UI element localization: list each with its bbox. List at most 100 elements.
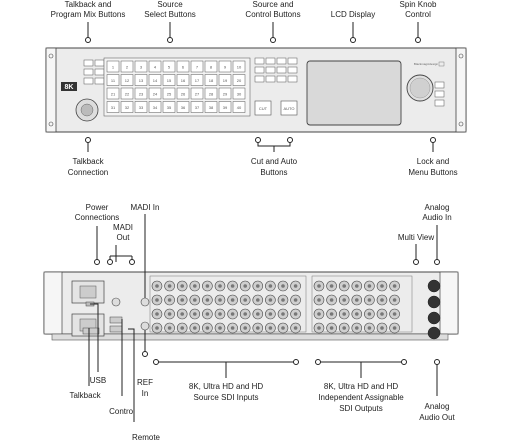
- label-source-sdi-1: 8K, Ultra HD and HD: [189, 382, 263, 391]
- label-spin-knob-2: Control: [405, 10, 431, 19]
- source-key-28[interactable]: 28: [204, 87, 218, 100]
- output-bnc-pin: [355, 312, 359, 316]
- output-bnc-pin: [380, 326, 384, 330]
- cut-button[interactable]: CUT: [254, 100, 272, 116]
- source-key-37[interactable]: 37: [190, 101, 204, 113]
- source-key-19[interactable]: 19: [218, 74, 232, 86]
- source-key-5[interactable]: 5: [162, 60, 176, 73]
- source-key-4[interactable]: 4: [148, 60, 162, 73]
- madi-in-connector[interactable]: [140, 297, 150, 307]
- source-key-3[interactable]: 3: [134, 60, 148, 73]
- source-key-label: 40: [237, 105, 242, 110]
- source-key-21[interactable]: 21: [106, 87, 120, 100]
- lock-menu-buttons[interactable]: [434, 81, 445, 107]
- source-key-14[interactable]: 14: [148, 74, 162, 86]
- source-key-10[interactable]: 10: [232, 60, 246, 73]
- source-key-label: 35: [167, 105, 172, 110]
- label-talkback-program-mix-2: Program Mix Buttons: [51, 10, 126, 19]
- label-ref-in-2: In: [142, 389, 149, 398]
- source-control-buttons[interactable]: [254, 57, 298, 83]
- source-key-40[interactable]: 40: [232, 101, 246, 113]
- source-key-7[interactable]: 7: [190, 60, 204, 73]
- source-key-38[interactable]: 38: [204, 101, 218, 113]
- source-key-label: 38: [209, 105, 214, 110]
- label-madi-in: MADI In: [131, 203, 160, 212]
- source-key-22[interactable]: 22: [120, 87, 134, 100]
- source-key-31[interactable]: 31: [106, 101, 120, 113]
- source-key-label: 5: [168, 64, 171, 69]
- source-key-label: 18: [209, 78, 214, 83]
- source-key-20[interactable]: 20: [232, 74, 246, 86]
- source-key-13[interactable]: 13: [134, 74, 148, 86]
- input-bnc-pin: [293, 298, 298, 302]
- output-bnc-pin: [342, 312, 347, 316]
- source-key-32[interactable]: 32: [120, 101, 134, 113]
- control-port[interactable]: [109, 316, 123, 324]
- source-key-30[interactable]: 30: [232, 87, 246, 100]
- source-key-label: 22: [125, 91, 130, 96]
- source-key-8[interactable]: 8: [204, 60, 218, 73]
- source-key-6[interactable]: 6: [176, 60, 190, 73]
- rear-callouts: [88, 214, 440, 422]
- source-key-25[interactable]: 25: [162, 87, 176, 100]
- sdi-output-connectors: [313, 280, 400, 334]
- source-key-label: 36: [181, 105, 186, 110]
- output-bnc-pin: [317, 312, 321, 316]
- source-key-label: 20: [237, 78, 242, 83]
- input-bnc-pin: [218, 298, 222, 302]
- source-key-36[interactable]: 36: [176, 101, 190, 113]
- source-key-26[interactable]: 26: [176, 87, 190, 100]
- source-key-label: 12: [125, 78, 130, 83]
- input-bnc-pin: [268, 298, 273, 302]
- source-key-11[interactable]: 11: [106, 74, 120, 86]
- input-bnc-pin: [255, 326, 260, 330]
- source-key-2[interactable]: 2: [120, 60, 134, 73]
- analog-audio-connectors[interactable]: [427, 279, 441, 340]
- ref-in-connector[interactable]: [140, 321, 150, 331]
- source-key-15[interactable]: 15: [162, 74, 176, 86]
- source-key-18[interactable]: 18: [204, 74, 218, 86]
- input-bnc-pin: [167, 284, 172, 288]
- source-key-label: 26: [181, 91, 186, 96]
- input-bnc-pin: [205, 284, 210, 288]
- source-key-label: 11: [111, 78, 116, 83]
- source-key-27[interactable]: 27: [190, 87, 204, 100]
- label-power-2: Connections: [75, 213, 119, 222]
- madi-out-connector[interactable]: [111, 297, 121, 307]
- input-bnc-pin: [218, 326, 222, 330]
- source-key-label: 16: [181, 78, 186, 83]
- source-key-9[interactable]: 9: [218, 60, 232, 73]
- label-source-sdi-2: Source SDI Inputs: [194, 393, 259, 402]
- source-key-33[interactable]: 33: [134, 101, 148, 113]
- input-bnc-pin: [193, 326, 197, 330]
- source-key-12[interactable]: 12: [120, 74, 134, 86]
- source-key-39[interactable]: 39: [218, 101, 232, 113]
- output-bnc-pin: [392, 326, 397, 330]
- source-key-label: 8: [210, 64, 213, 69]
- input-bnc-pin: [205, 298, 210, 302]
- source-key-label: 32: [125, 105, 130, 110]
- source-key-29[interactable]: 29: [218, 87, 232, 100]
- source-key-34[interactable]: 34: [148, 101, 162, 113]
- output-bnc-pin: [367, 312, 372, 316]
- input-bnc-pin: [230, 284, 235, 288]
- label-remote: Remote: [132, 433, 161, 442]
- source-key-23[interactable]: 23: [134, 87, 148, 100]
- source-key-35[interactable]: 35: [162, 101, 176, 113]
- label-madi-out-2: Out: [117, 233, 131, 242]
- source-key-16[interactable]: 16: [176, 74, 190, 86]
- source-key-label: 2: [126, 64, 129, 69]
- source-key-17[interactable]: 17: [190, 74, 204, 86]
- source-key-24[interactable]: 24: [148, 87, 162, 100]
- label-outputs-sdi-1: 8K, Ultra HD and HD: [324, 382, 398, 391]
- output-bnc-pin: [367, 298, 372, 302]
- remote-port[interactable]: [109, 325, 123, 333]
- label-madi-out-1: MADI: [113, 223, 133, 232]
- source-key-label: 33: [139, 105, 144, 110]
- label-outputs-sdi-2: Independent Assignable: [318, 393, 404, 402]
- auto-button[interactable]: AUTO: [280, 100, 298, 116]
- source-key-1[interactable]: 1: [106, 60, 120, 73]
- talkback-port[interactable]: [82, 327, 100, 335]
- source-key-label: 15: [167, 78, 172, 83]
- output-bnc-pin: [329, 312, 334, 316]
